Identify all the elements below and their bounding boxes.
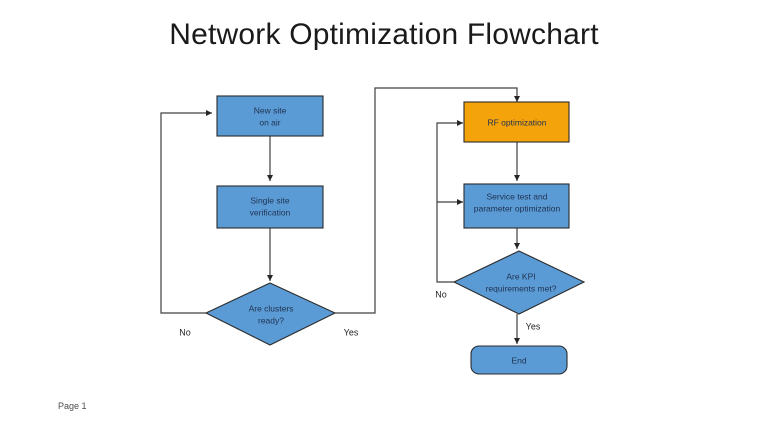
node-new-site-label-line1: New site xyxy=(254,105,287,115)
page-number-footer: Page 1 xyxy=(58,401,87,411)
node-clusters-label-line2: ready? xyxy=(258,315,284,325)
node-kpi-label-line2: requirements met? xyxy=(486,283,557,293)
node-clusters-label-line1: Are clusters xyxy=(249,303,294,313)
node-new-site-on-air[interactable]: New site on air xyxy=(216,95,324,137)
edge-label-kpi-yes: Yes xyxy=(526,321,541,331)
node-single-site-verification[interactable]: Single site verification xyxy=(216,185,324,229)
edge-label-clusters-yes: Yes xyxy=(344,327,359,337)
node-service-test-label-line2: parameter optimization xyxy=(474,203,561,213)
node-kpi-label-line1: Are KPI xyxy=(506,271,535,281)
node-end[interactable]: End xyxy=(470,345,568,375)
node-service-test-parameter-optimization[interactable]: Service test and parameter optimization xyxy=(463,183,570,229)
connector-clusters-yes-to-rf xyxy=(335,87,520,314)
node-rf-optimization-label: RF optimization xyxy=(487,117,546,127)
node-single-site-label-line2: verification xyxy=(250,207,291,217)
node-single-site-label-line1: Single site xyxy=(250,195,289,205)
edge-label-clusters-no: No xyxy=(179,327,191,337)
node-new-site-label-line2: on air xyxy=(259,117,280,127)
edge-label-kpi-no: No xyxy=(435,289,447,299)
node-service-test-label-line1: Service test and xyxy=(487,191,548,201)
node-end-label: End xyxy=(511,355,526,365)
node-are-kpi-requirements-met[interactable]: Are KPI requirements met? xyxy=(452,250,586,315)
page-title: Network Optimization Flowchart xyxy=(169,18,599,51)
node-are-clusters-ready[interactable]: Are clusters ready? xyxy=(204,282,337,346)
node-rf-optimization[interactable]: RF optimization xyxy=(463,101,570,143)
connector-clusters-no-loop xyxy=(160,110,212,314)
